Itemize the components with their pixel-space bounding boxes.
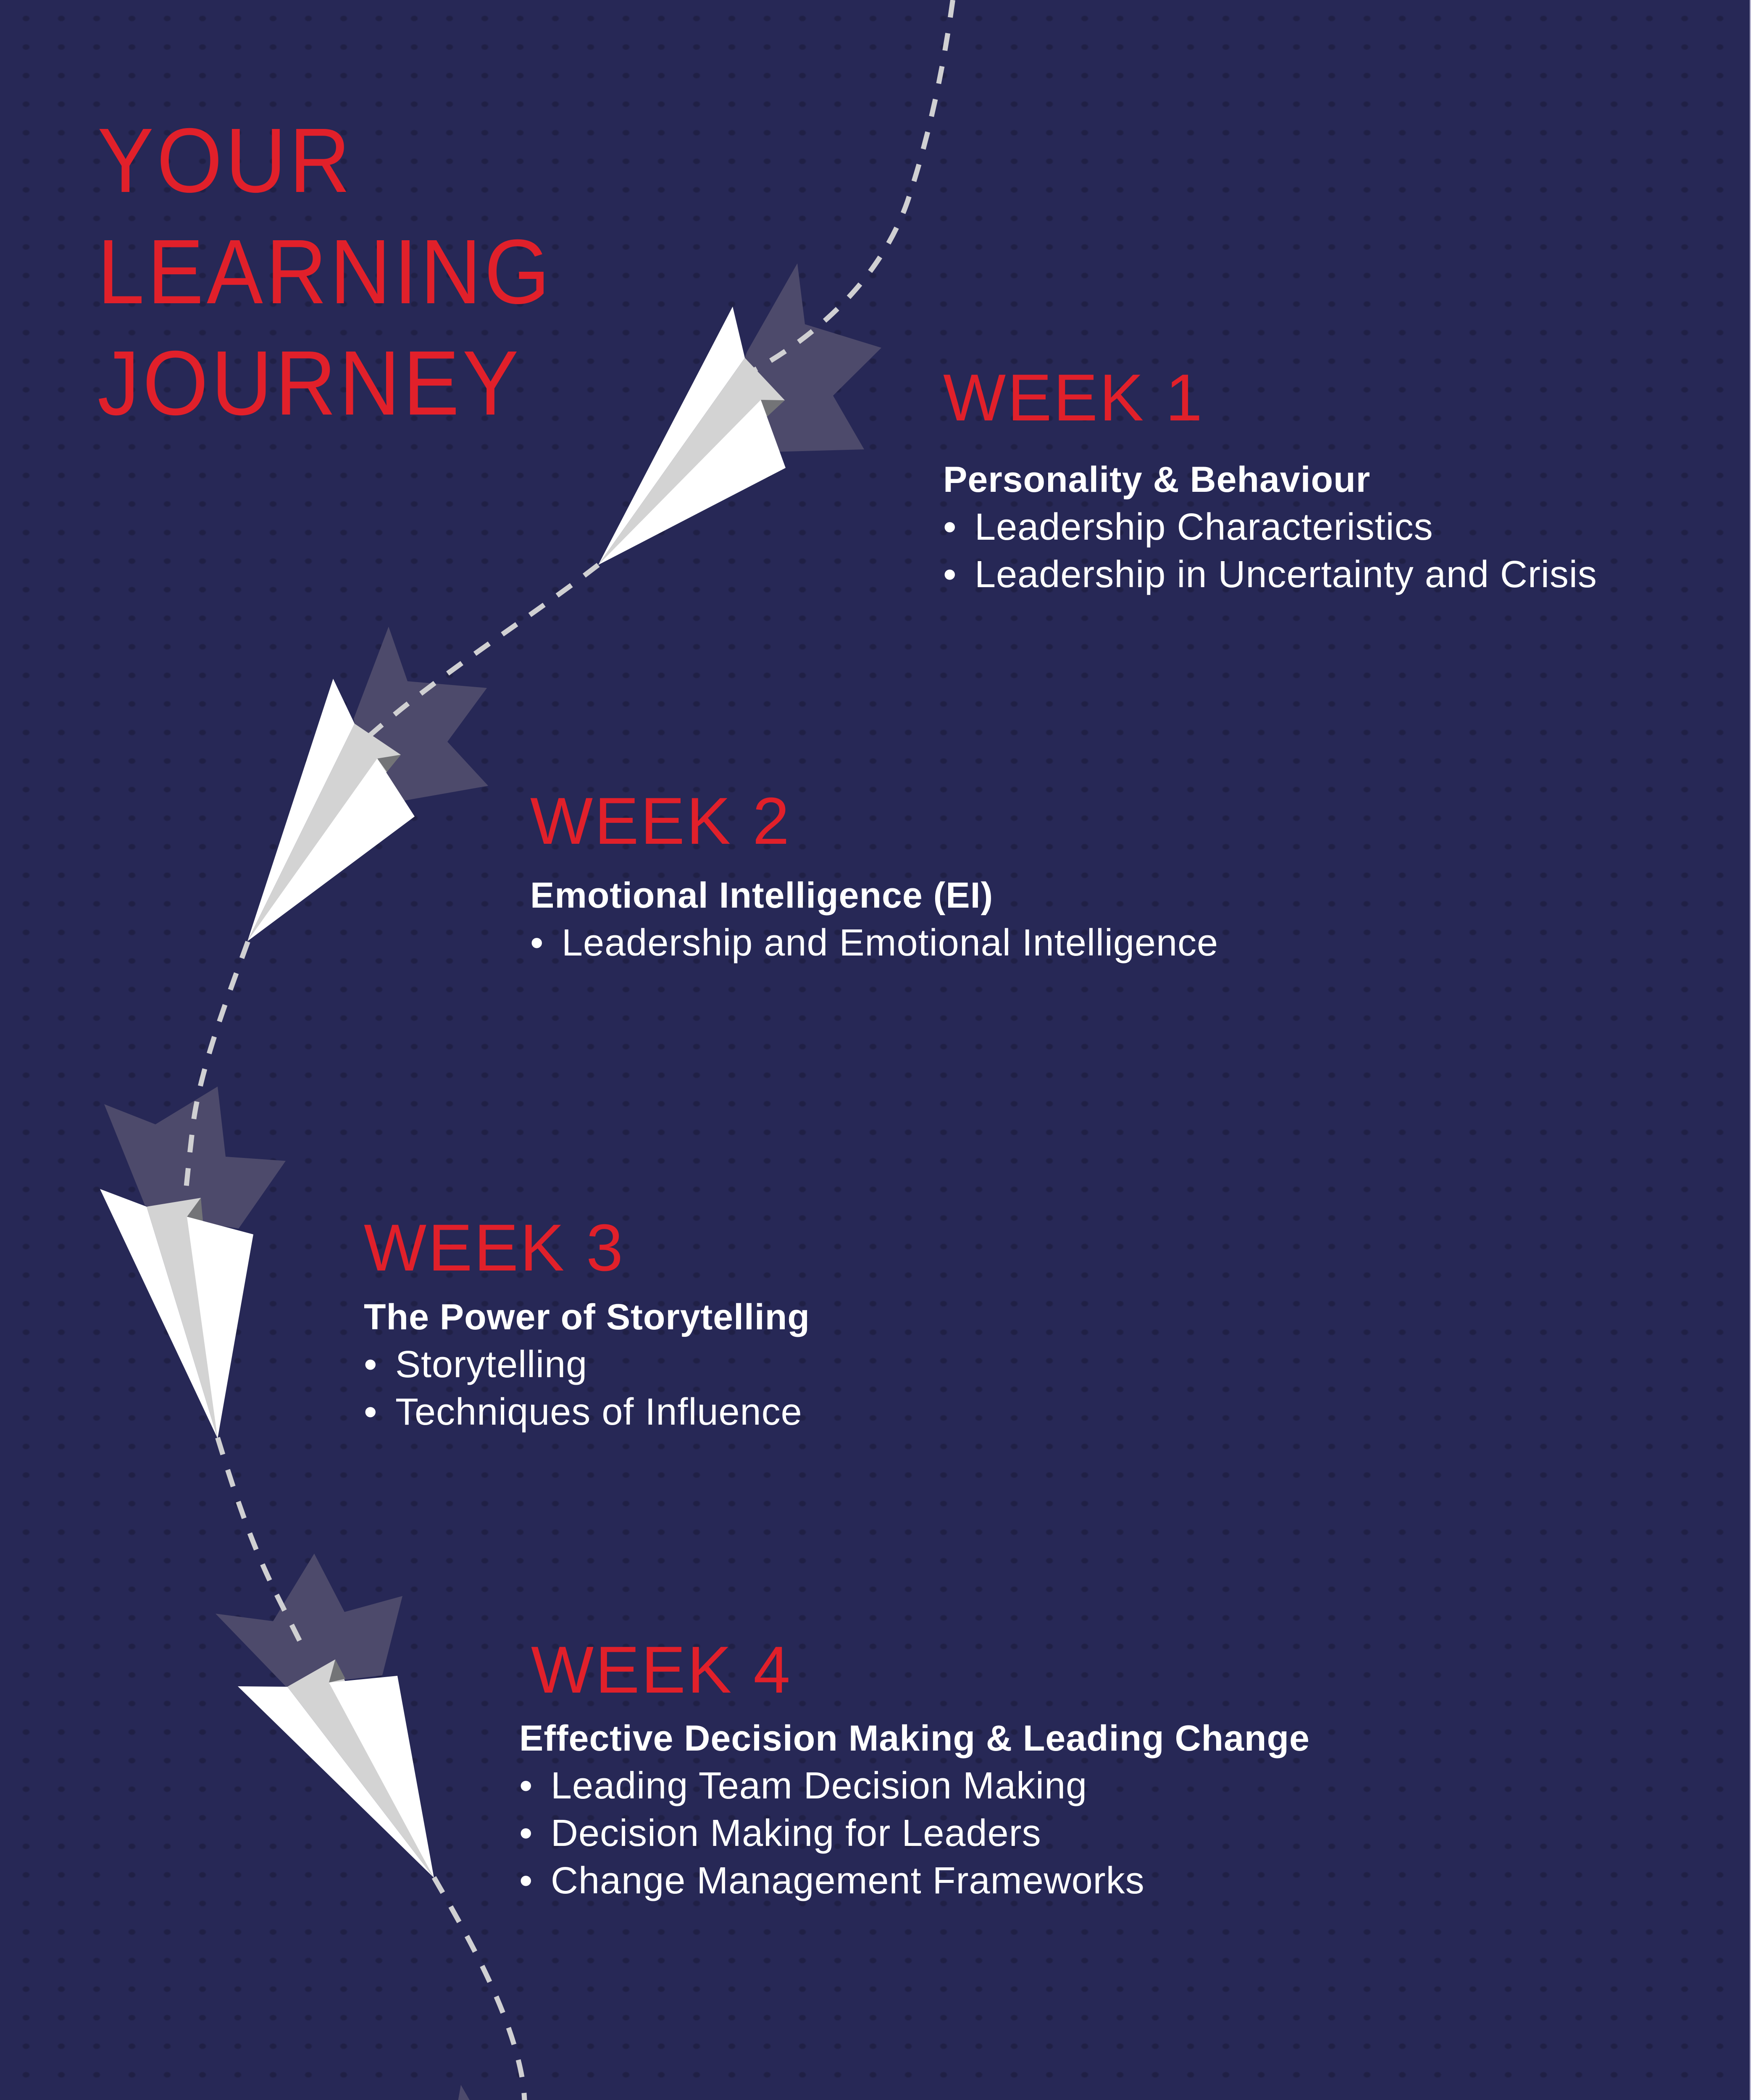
bullet-icon: • bbox=[943, 506, 957, 548]
topic-item: • Leadership and Emotional Intelligence bbox=[530, 919, 1218, 967]
week-heading: WEEK 3 bbox=[364, 1211, 625, 1285]
week-subtitle: Effective Decision Making & Leading Chan… bbox=[519, 1718, 1310, 1759]
topic-item: • Storytelling bbox=[364, 1341, 810, 1389]
bullet-icon: • bbox=[519, 1860, 533, 1902]
topic-label: Leadership and Emotional Intelligence bbox=[562, 922, 1219, 964]
paper-plane-icon bbox=[238, 1659, 434, 1878]
week-5-block: WEEK 5 Leading Hearts and Minds •Bringin… bbox=[649, 2091, 1430, 2100]
star-icon bbox=[216, 1554, 402, 1687]
topic-item: • Leading Team Decision Making bbox=[519, 1762, 1310, 1810]
topic-item: • Techniques of Influence bbox=[364, 1389, 810, 1436]
title-line: LEARNING bbox=[97, 221, 553, 323]
topic-item: • Leadership in Uncertainty and Crisis bbox=[943, 551, 1597, 598]
week-subtitle: The Power of Storytelling bbox=[364, 1297, 810, 1337]
topic-item: • Change Management Frameworks bbox=[519, 1857, 1310, 1905]
bullet-icon: • bbox=[943, 554, 957, 596]
bullet-icon: • bbox=[530, 922, 544, 964]
bullet-icon: • bbox=[364, 1344, 378, 1386]
bullet-icon: • bbox=[519, 1765, 533, 1807]
week-heading: WEEK 4 bbox=[531, 1633, 792, 1707]
bullet-icon: • bbox=[364, 1391, 378, 1433]
page-title: YOUR LEARNING JOURNEY bbox=[97, 105, 553, 439]
topic-label: Techniques of Influence bbox=[395, 1391, 802, 1433]
week-3-block: WEEK 3 The Power of Storytelling •Storyt… bbox=[364, 1215, 810, 1436]
bullet-icon: • bbox=[519, 1812, 533, 1854]
topic-item: • Leadership Characteristics bbox=[943, 504, 1597, 551]
paper-plane-icon bbox=[100, 1189, 253, 1438]
paper-plane-icon bbox=[247, 679, 415, 941]
week-subtitle: Emotional Intelligence (EI) bbox=[530, 875, 994, 916]
dashed-flight-path bbox=[182, 0, 955, 2100]
week-4-block: WEEK 4 Effective Decision Making & Leadi… bbox=[519, 1637, 1310, 1905]
topic-label: Leadership Characteristics bbox=[975, 506, 1433, 548]
paper-plane-icon bbox=[598, 307, 786, 565]
title-line: JOURNEY bbox=[97, 332, 522, 434]
topic-label: Change Management Frameworks bbox=[551, 1860, 1145, 1902]
star-icon bbox=[104, 1087, 286, 1228]
star-icon bbox=[458, 2085, 470, 2100]
week-heading: WEEK 5 bbox=[649, 2091, 1430, 2100]
topic-label: Leadership in Uncertainty and Crisis bbox=[975, 554, 1597, 596]
week-2-block: WEEK 2 Emotional Intelligence (EI) •Lead… bbox=[530, 788, 1218, 967]
topic-item: • Decision Making for Leaders bbox=[519, 1810, 1310, 1857]
week-subtitle: Personality & Behaviour bbox=[943, 459, 1371, 500]
week-heading: WEEK 1 bbox=[943, 361, 1204, 435]
topic-label: Leading Team Decision Making bbox=[551, 1765, 1088, 1807]
topic-label: Decision Making for Leaders bbox=[551, 1812, 1041, 1854]
week-heading: WEEK 2 bbox=[530, 784, 791, 858]
week-1-block: WEEK 1 Personality & Behaviour •Leadersh… bbox=[943, 365, 1597, 598]
topic-label: Storytelling bbox=[395, 1344, 588, 1386]
title-line: YOUR bbox=[97, 110, 353, 212]
right-edge-strip bbox=[1750, 0, 1751, 2100]
